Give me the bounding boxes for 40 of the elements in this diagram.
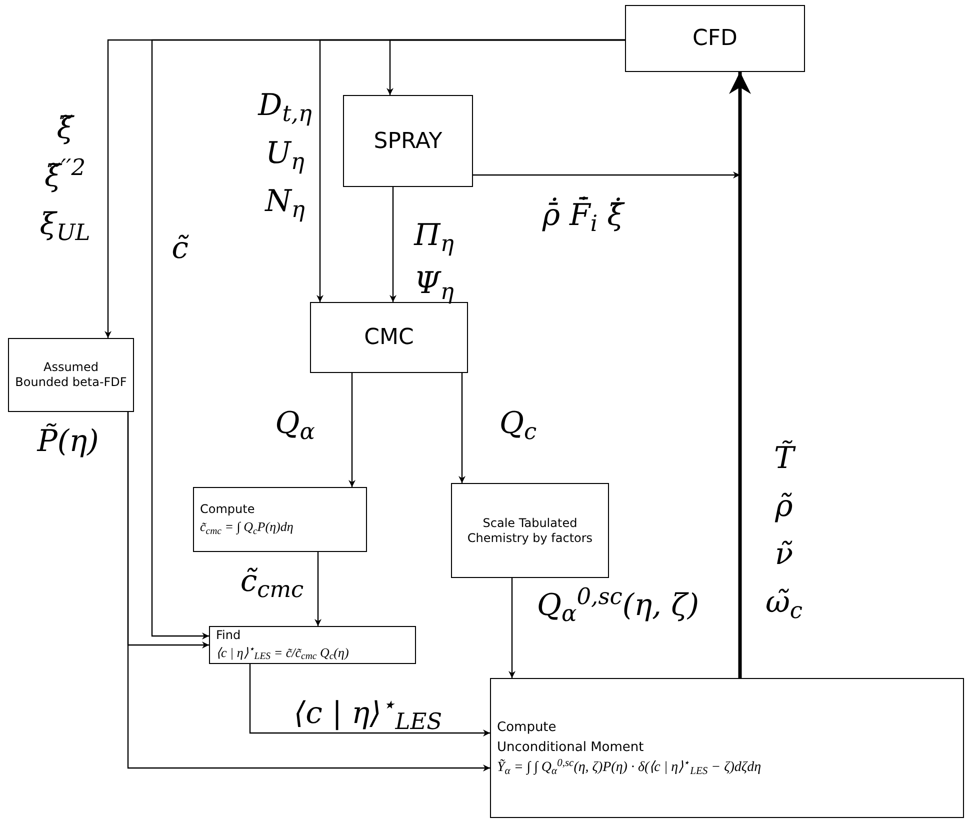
formula: Ỹ$_{α}$ = ∫ ∫ Q$_{α}$$^{0,sc}$(η, ζ)P(η) · δ(⟨c | η⟩$^{⋆}$$_{LES}$ − ζ)dζdη xyxy=(497,757,762,778)
box-label: Scale Tabulated Chemistry by factors xyxy=(466,516,594,546)
process-box xyxy=(193,487,367,552)
arrow xyxy=(348,373,356,487)
process-box xyxy=(625,5,805,72)
edge-label: c̃$_{cmc}$ xyxy=(239,563,305,605)
formula: ⟨c | η⟩$^{⋆}$$_{LES}$ = c̃/c̃$_{cmc}$ Q$_{c}$(η) xyxy=(216,642,350,662)
box-label: Compute xyxy=(200,502,256,518)
box-label: Find xyxy=(216,628,242,643)
box-label: Compute xyxy=(497,719,558,737)
process-box xyxy=(490,678,964,818)
edge-label: c̃ xyxy=(170,230,190,268)
box-label: Assumed Bounded beta-FDF xyxy=(15,360,127,390)
arrow xyxy=(458,373,466,483)
arrow xyxy=(390,187,396,302)
box-label: SPRAY xyxy=(374,128,442,156)
box-label: CMC xyxy=(364,324,414,352)
edge-label: T̃ ρ̃ ν̃ ω̃$_{c}$ xyxy=(764,439,804,626)
process-box xyxy=(310,302,468,373)
edge-label: Q$_{α}$$^{0,sc}$(η, ζ) xyxy=(536,582,700,629)
process-box xyxy=(451,483,609,578)
edge-label: ξ̃ ξ̃$^{′′2}$ ξ$_{UL}$ xyxy=(38,110,92,248)
arrow xyxy=(127,412,490,772)
process-box xyxy=(8,338,134,412)
process-box xyxy=(343,95,473,187)
arrow xyxy=(314,552,322,626)
box-label: CFD xyxy=(692,25,738,53)
process-box xyxy=(209,626,416,664)
edge-label: Q$_{c}$ xyxy=(498,405,538,447)
arrow xyxy=(316,39,625,302)
edge-label: Π$_{η}$ Ψ$_{η}$ xyxy=(412,217,455,307)
edge-label: ρ̄̇ F̄̇$_{i}$ ξ̄̇ xyxy=(541,196,626,239)
arrow xyxy=(249,664,490,736)
edge-label: D$_{t,η}$ U$_{η}$ N$_{η}$ xyxy=(256,87,313,225)
edge-label: P̃(η) xyxy=(36,422,100,461)
formula: Unconditional Moment xyxy=(497,738,645,756)
formula: c̃$_{cmc}$ = ∫ Q$_{c}$P(η)dη xyxy=(200,518,294,537)
edge-label: Q$_{α}$ xyxy=(274,405,316,447)
arrow xyxy=(729,72,751,678)
arrow xyxy=(508,578,516,678)
